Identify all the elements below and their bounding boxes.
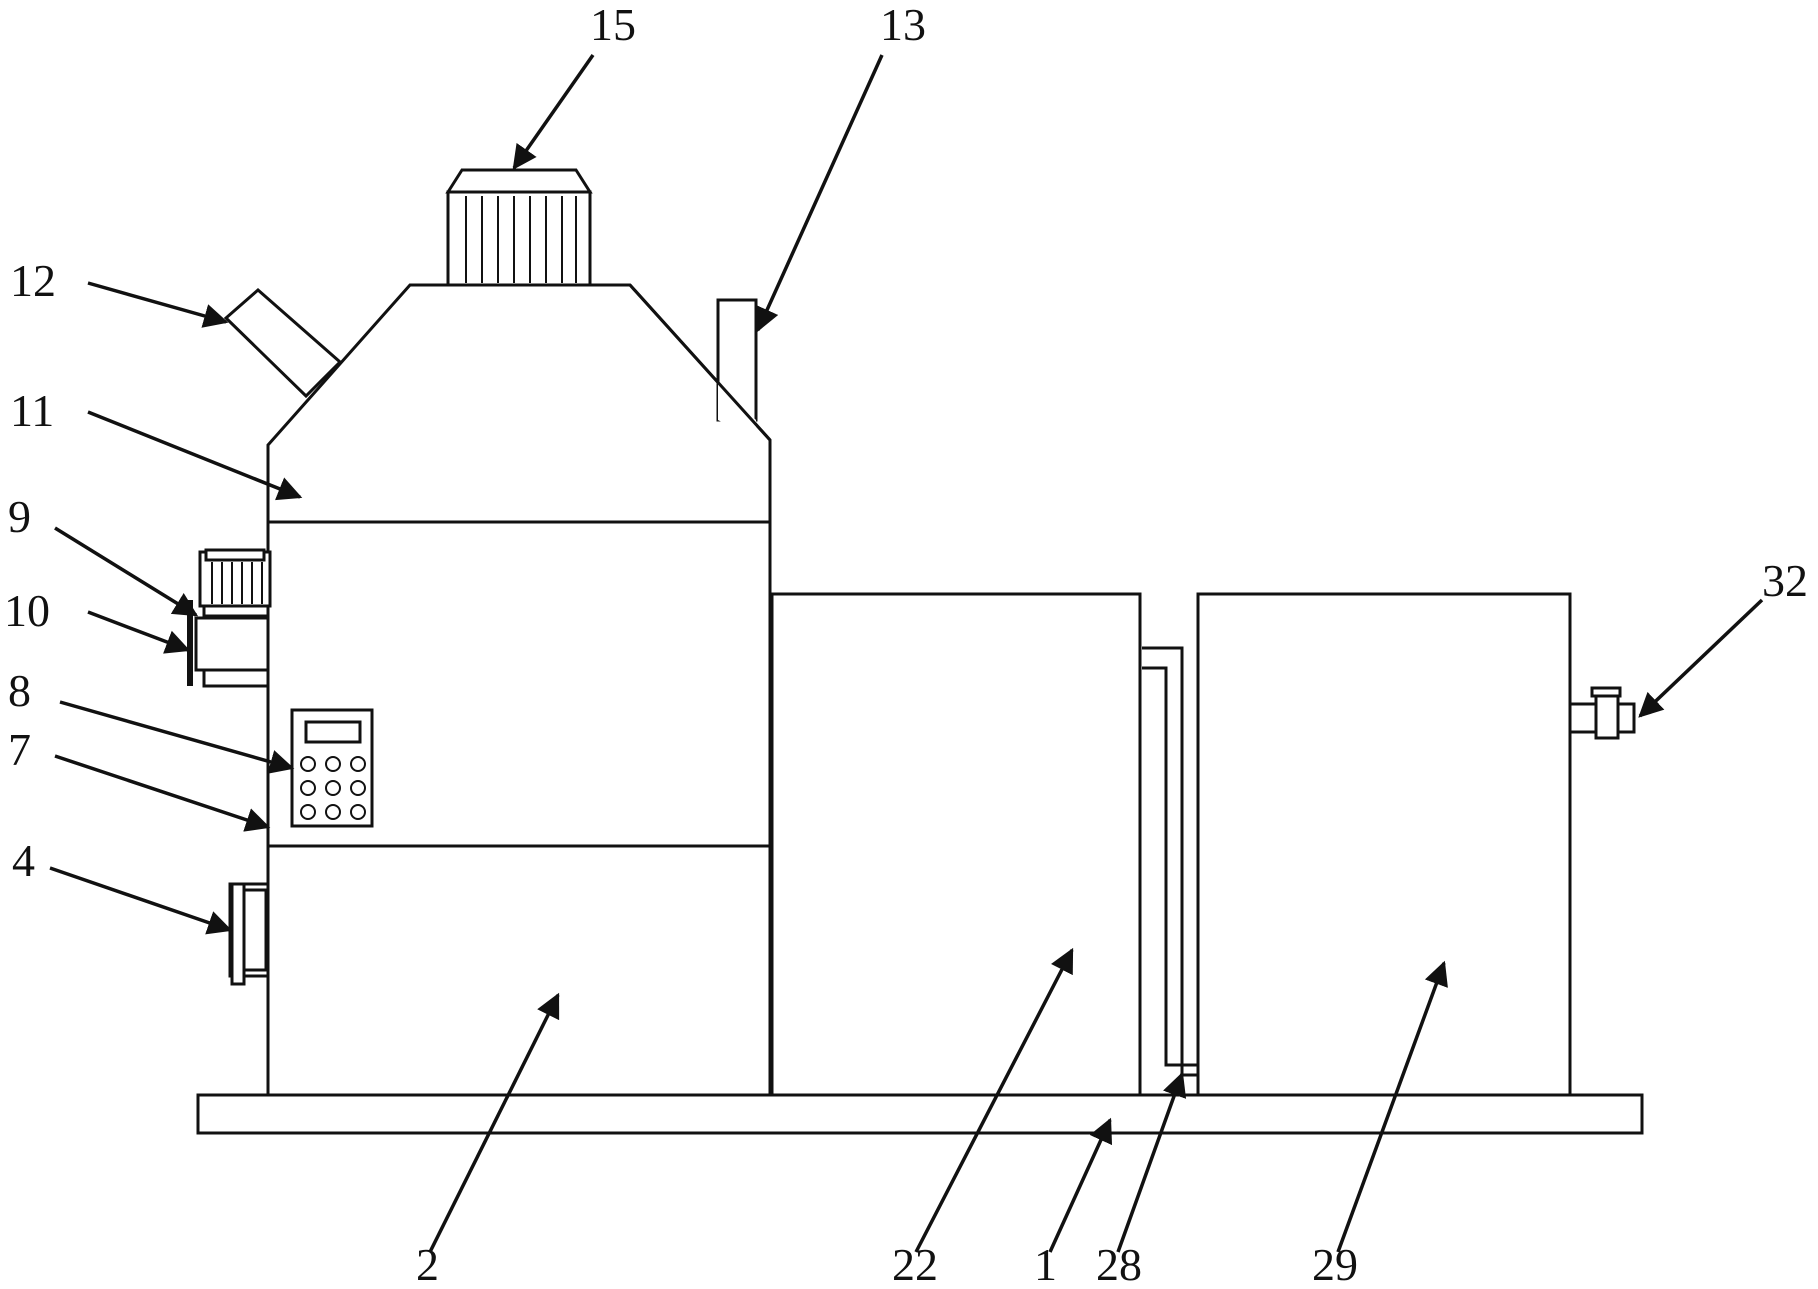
exhaust-pipe bbox=[716, 298, 758, 422]
leader-arrows bbox=[49, 53, 1764, 1253]
leader-8 bbox=[59, 700, 295, 774]
leader-7 bbox=[54, 754, 271, 832]
control-panel-keypad bbox=[300, 756, 366, 820]
angled-inlet-pipe bbox=[223, 288, 343, 399]
control-panel bbox=[290, 708, 374, 828]
leader-29 bbox=[1336, 960, 1448, 1253]
connecting-pipe bbox=[1142, 646, 1198, 1077]
top-motor-fins bbox=[465, 196, 577, 283]
callout-32: 32 bbox=[1762, 555, 1808, 606]
callout-8: 8 bbox=[8, 665, 31, 716]
callout-10: 10 bbox=[4, 585, 50, 636]
callout-2: 2 bbox=[416, 1239, 439, 1289]
callout-28: 28 bbox=[1096, 1239, 1142, 1289]
tower-right-shoulder bbox=[628, 283, 772, 442]
side-motor-mount bbox=[187, 600, 270, 688]
outlet-valve bbox=[1568, 686, 1636, 740]
leader-2 bbox=[428, 992, 560, 1253]
leader-1 bbox=[1048, 1117, 1113, 1253]
callout-labels: 15 13 12 11 9 10 8 7 4 32 2 22 1 28 29 bbox=[4, 0, 1808, 1289]
exhaust-pipe-joint bbox=[718, 383, 756, 440]
leader-9 bbox=[54, 526, 199, 617]
leader-32 bbox=[1638, 598, 1764, 718]
callout-15: 15 bbox=[590, 0, 636, 50]
leader-22 bbox=[914, 947, 1074, 1253]
callout-22: 22 bbox=[892, 1239, 938, 1289]
side-motor bbox=[198, 548, 272, 618]
leader-4 bbox=[49, 866, 233, 935]
leader-12 bbox=[87, 281, 229, 328]
callout-29: 29 bbox=[1312, 1239, 1358, 1289]
leader-10 bbox=[87, 610, 191, 654]
callout-4: 4 bbox=[12, 835, 35, 886]
callout-7: 7 bbox=[8, 724, 31, 775]
callout-11: 11 bbox=[10, 385, 54, 436]
callout-1: 1 bbox=[1034, 1239, 1057, 1289]
flanged-inlet bbox=[228, 882, 270, 986]
leader-28 bbox=[1116, 1071, 1187, 1253]
main-tower bbox=[266, 283, 772, 1097]
middle-tank bbox=[770, 592, 1142, 1097]
leader-15 bbox=[512, 53, 595, 171]
right-tank bbox=[1196, 592, 1572, 1097]
control-panel-display bbox=[304, 720, 362, 744]
leader-11 bbox=[87, 410, 303, 501]
base-plate bbox=[196, 1093, 1644, 1135]
leader-13 bbox=[755, 54, 884, 333]
callout-13: 13 bbox=[880, 0, 926, 50]
callout-9: 9 bbox=[8, 491, 31, 542]
top-motor bbox=[445, 168, 593, 287]
callout-12: 12 bbox=[10, 255, 56, 306]
